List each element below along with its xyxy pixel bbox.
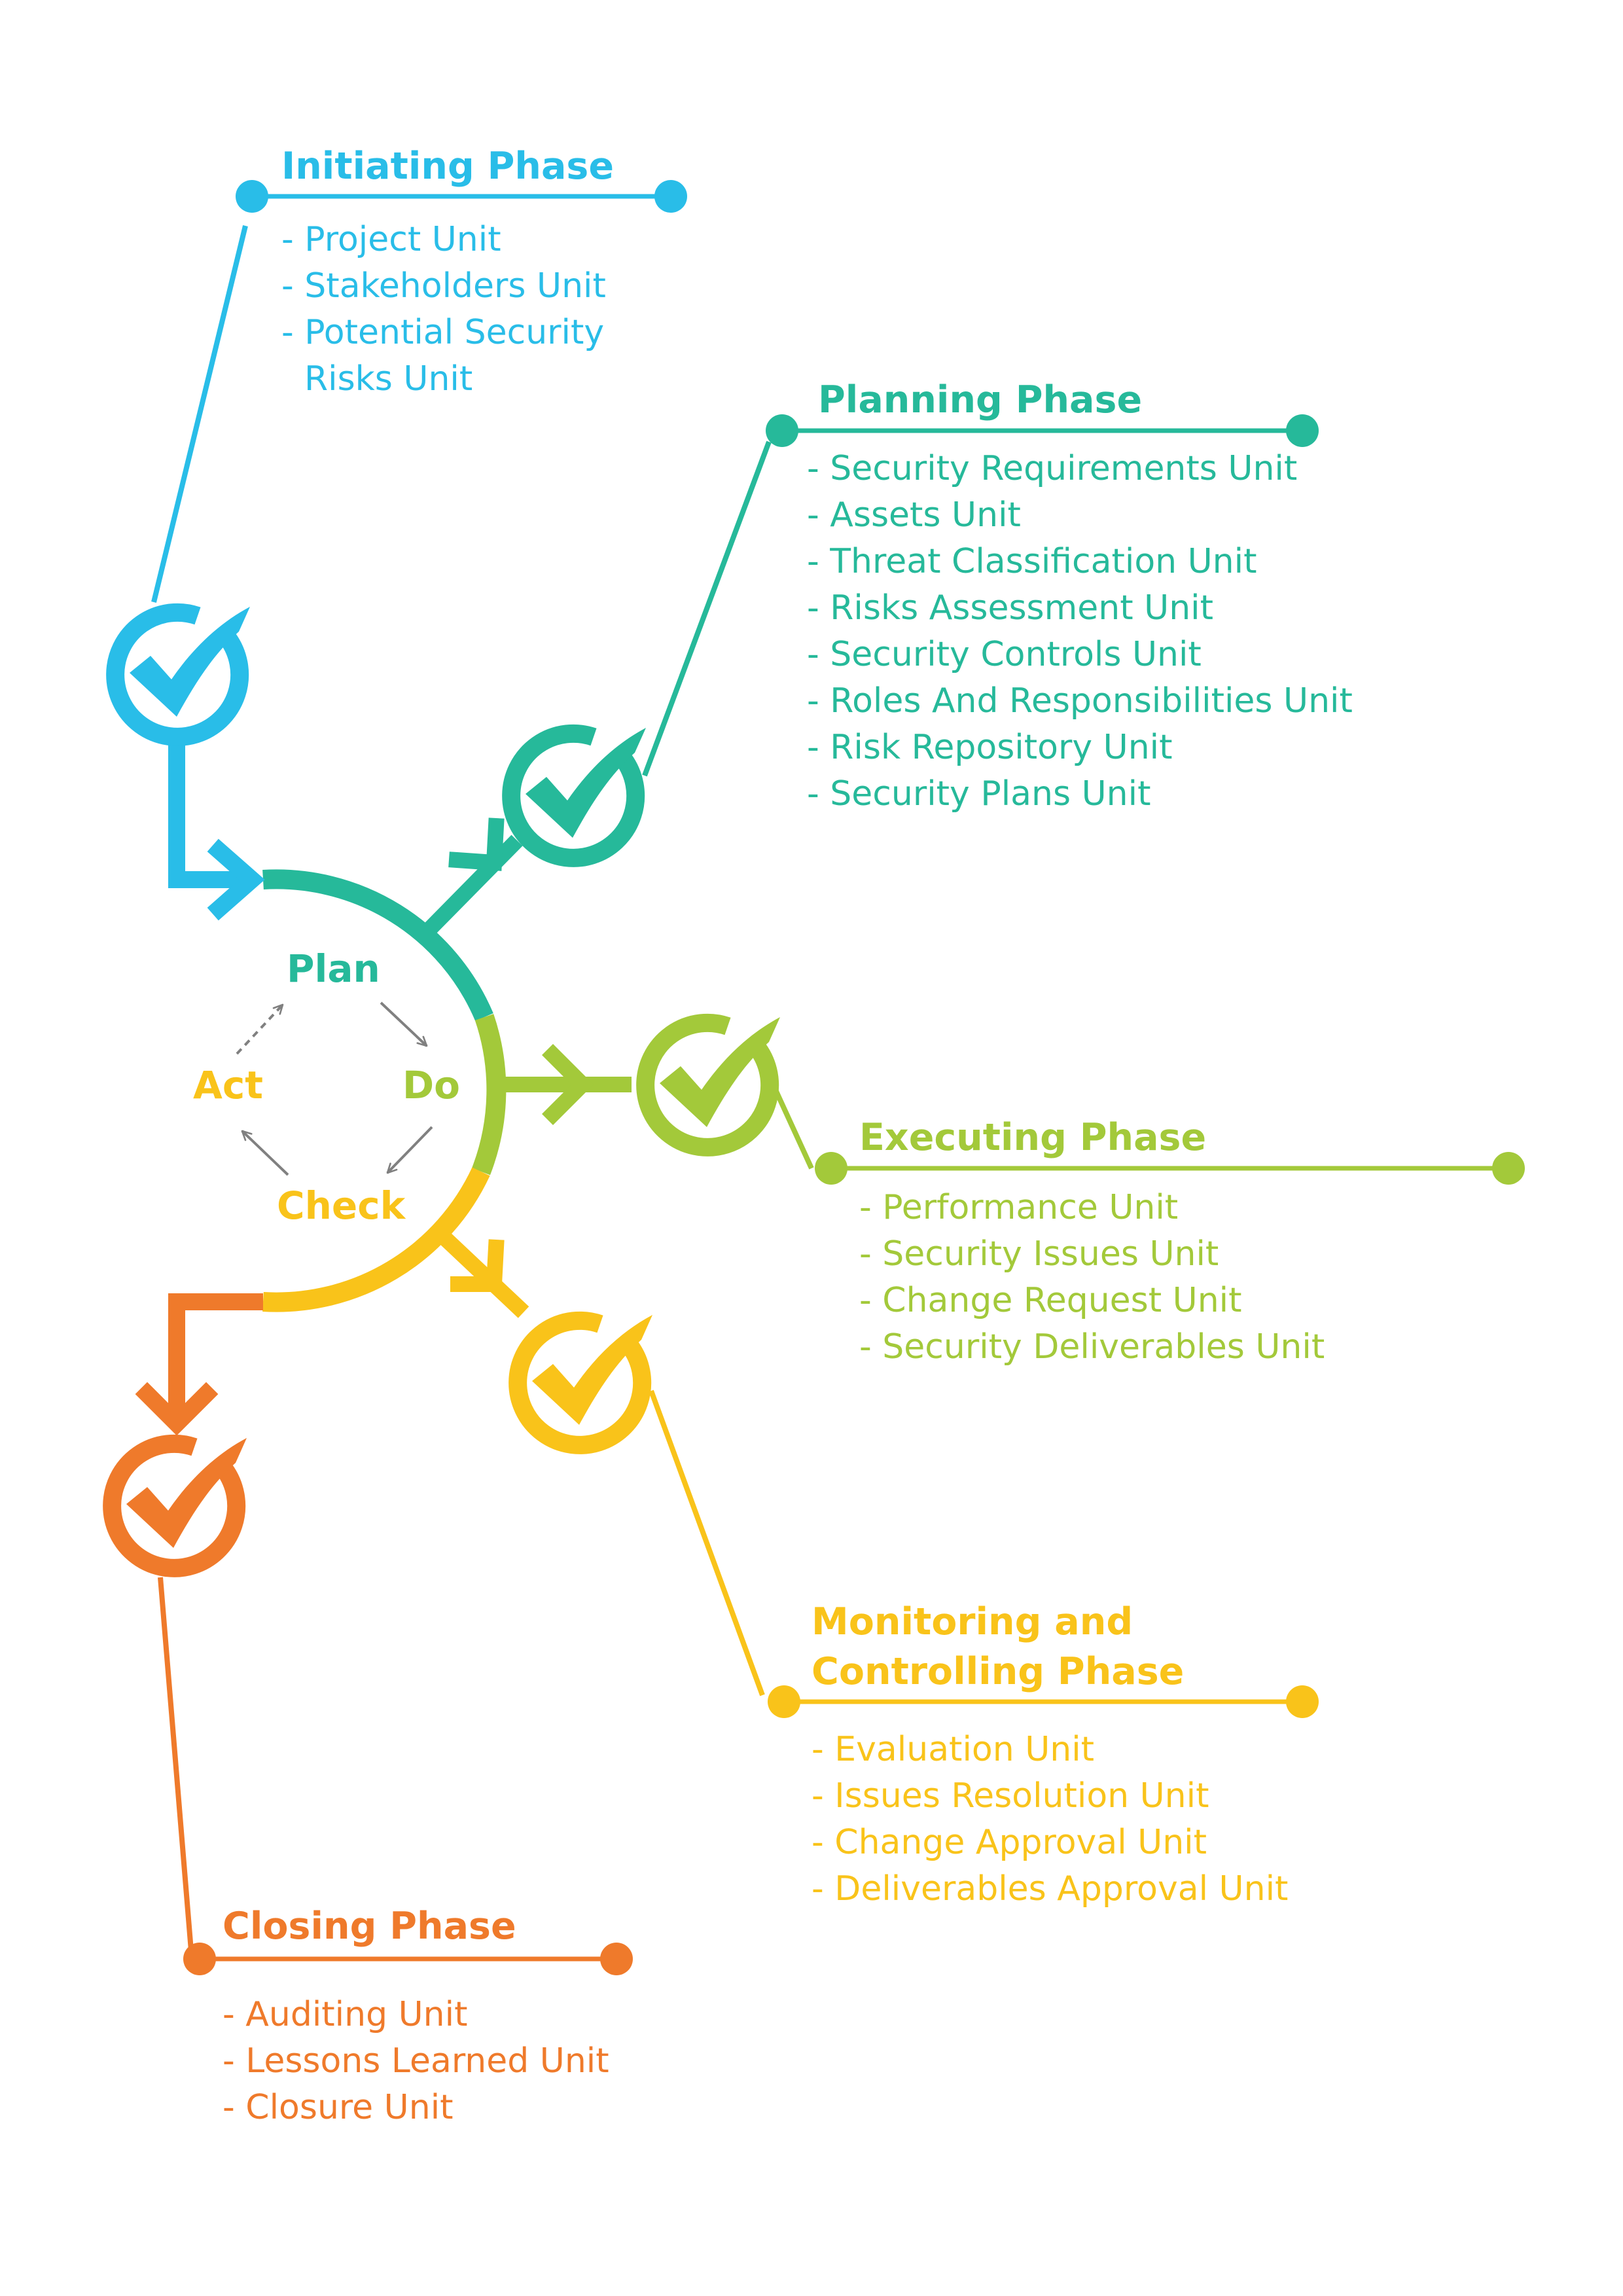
monitoring-phase-title-line1: Monitoring and — [812, 1600, 1133, 1643]
planning-unit-6: - Roles And Responsibilities Unit — [807, 681, 1353, 721]
planning-check-circle — [502, 724, 646, 867]
closing-connector — [135, 1293, 263, 1436]
executing-unit-4: - Security Deliverables Unit — [859, 1327, 1325, 1367]
closing-underline — [183, 1943, 633, 1975]
monitoring-unit-2: - Issues Resolution Unit — [812, 1776, 1209, 1816]
planning-phase-title: Planning Phase — [818, 378, 1142, 422]
planning-underline — [766, 414, 1319, 447]
check-circle-icon — [508, 1311, 652, 1454]
initiating-underline — [236, 180, 687, 213]
arrow-check-to-act — [241, 1130, 289, 1176]
planning-unit-7: - Risk Repository Unit — [807, 728, 1173, 767]
monitoring-unit-3: - Change Approval Unit — [812, 1823, 1207, 1862]
planning-connector — [425, 817, 523, 934]
arrow-plan-to-do — [380, 1001, 428, 1047]
planning-unit-4: - Risks Assessment Unit — [807, 588, 1213, 628]
central-arc — [262, 869, 507, 1312]
planning-leader — [642, 440, 772, 777]
executing-unit-1: - Performance Unit — [859, 1188, 1178, 1227]
monitoring-check-circle — [508, 1311, 652, 1454]
executing-unit-2: - Security Issues Unit — [859, 1234, 1219, 1274]
monitoring-leader — [649, 1390, 765, 1696]
closing-unit-1: - Auditing Unit — [223, 1995, 467, 2034]
planning-phase: Planning Phase - Security Requirements U… — [807, 378, 1353, 814]
planning-unit-5: - Security Controls Unit — [807, 635, 1202, 674]
closing-phase: Closing Phase - Auditing Unit - Lessons … — [223, 1905, 609, 2127]
cycle-label-check: Check — [277, 1183, 406, 1228]
checkmark-icon — [660, 1017, 780, 1127]
checkmark-icon — [526, 728, 646, 838]
monitoring-unit-1: - Evaluation Unit — [812, 1730, 1094, 1769]
initiating-unit-3: - Potential Security — [281, 313, 604, 352]
initiating-leader — [151, 225, 248, 603]
planning-unit-3: - Threat Classification Unit — [807, 542, 1257, 581]
executing-phase: Executing Phase - Performance Unit - Sec… — [859, 1116, 1325, 1367]
monitoring-phase-title-line2: Controlling Phase — [812, 1650, 1184, 1693]
monitoring-underline — [768, 1685, 1319, 1718]
checkmark-icon — [532, 1315, 652, 1425]
arc-segment-do — [471, 1014, 507, 1175]
arc-segment-plan — [262, 869, 493, 1021]
closing-phase-title: Closing Phase — [223, 1905, 516, 1948]
arc-segment-check — [262, 1167, 490, 1312]
executing-check-circle — [636, 1013, 780, 1157]
arrow-do-to-check — [386, 1126, 433, 1174]
cycle-label-plan: Plan — [287, 946, 380, 991]
checkmark-icon — [126, 1438, 247, 1548]
cycle-label-do: Do — [402, 1063, 460, 1107]
executing-connector — [492, 1044, 632, 1125]
check-circle-icon — [106, 603, 249, 746]
closing-unit-2: - Lessons Learned Unit — [223, 2041, 609, 2081]
check-circle-icon — [636, 1013, 779, 1157]
pdca-cycle: Plan Do Check Act — [193, 946, 460, 1228]
closing-check-circle — [103, 1434, 247, 1577]
check-circle-icon — [502, 724, 645, 867]
executing-underline — [815, 1152, 1525, 1185]
planning-unit-8: - Security Plans Unit — [807, 774, 1150, 814]
arrow-act-to-plan — [236, 1003, 284, 1055]
initiating-unit-1: - Project Unit — [281, 220, 501, 259]
closing-leader — [158, 1577, 194, 1951]
executing-leader — [773, 1088, 814, 1170]
initiating-check-circle — [106, 603, 250, 746]
initiating-phase: Initiating Phase - Project Unit - Stakeh… — [281, 145, 614, 399]
initiating-phase-title: Initiating Phase — [281, 145, 614, 188]
monitoring-connector — [438, 1231, 529, 1318]
planning-unit-1: - Security Requirements Unit — [807, 449, 1297, 488]
checkmark-icon — [130, 607, 250, 717]
executing-phase-title: Executing Phase — [859, 1116, 1206, 1159]
initiating-connector — [168, 743, 265, 921]
leader-lines — [151, 225, 814, 1951]
planning-unit-2: - Assets Unit — [807, 495, 1021, 535]
monitoring-phase: Monitoring and Controlling Phase - Evalu… — [812, 1600, 1288, 1909]
closing-unit-3: - Closure Unit — [223, 2088, 454, 2127]
executing-unit-3: - Change Request Unit — [859, 1281, 1242, 1320]
check-circle-icon — [103, 1434, 246, 1577]
initiating-unit-2: - Stakeholders Unit — [281, 266, 606, 306]
cycle-label-act: Act — [193, 1063, 263, 1107]
monitoring-unit-4: - Deliverables Approval Unit — [812, 1869, 1288, 1909]
initiating-unit-3-cont: Risks Unit — [304, 359, 473, 399]
